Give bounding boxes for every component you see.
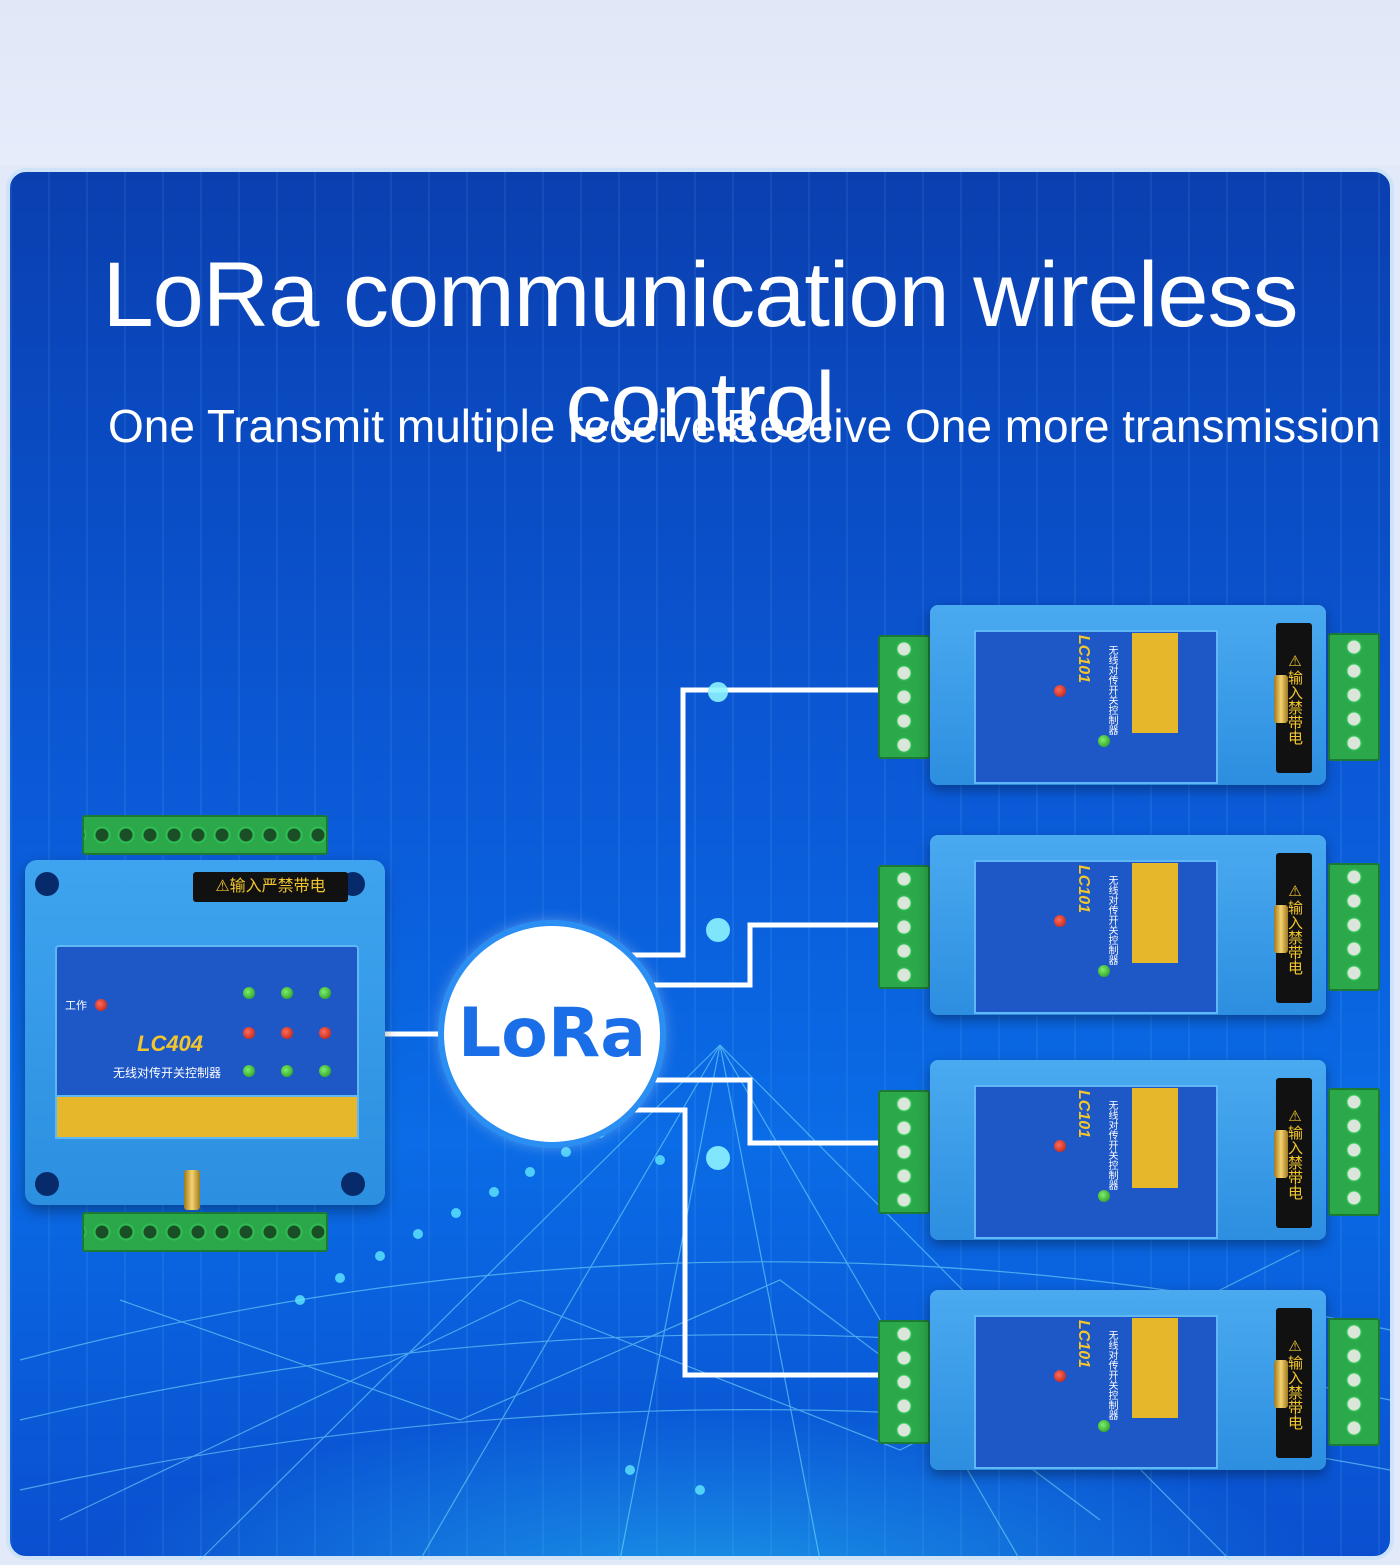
top-background-band	[0, 0, 1400, 165]
receiver-module: LC101 无线对传开关控制器 ⚠输入禁带电	[878, 1290, 1380, 1480]
status-led	[243, 1065, 255, 1077]
receiver-module: LC101 无线对传开关控制器 ⚠输入禁带电	[878, 835, 1380, 1025]
status-led	[281, 1065, 293, 1077]
transmitter-bottom-terminals	[82, 1212, 328, 1252]
subtitle-left: One Transmit multiple receivers	[108, 400, 755, 452]
receiver-led	[1054, 685, 1066, 697]
receiver-led	[1098, 1420, 1110, 1432]
receiver-antenna	[1274, 1360, 1288, 1408]
transmitter-model: LC404	[137, 1031, 204, 1056]
transmitter-face-panel: 工作 LC404 无线对传开关控制器	[55, 945, 359, 1099]
status-led	[319, 1027, 331, 1039]
transmitter-device: ⚠输入严禁带电 工作 LC404 无线对传开关控制器	[25, 860, 385, 1205]
transmitter-name: 无线对传开关控制器	[113, 1066, 222, 1080]
receiver-module: LC101 无线对传开关控制器 ⚠输入禁带电	[878, 1060, 1380, 1250]
receiver-name: 无线对传开关控制器	[1106, 645, 1117, 735]
receiver-antenna	[1274, 905, 1288, 953]
glow-nodes	[706, 682, 730, 1170]
receiver-model: LC101	[1075, 1320, 1092, 1369]
receiver-antenna	[1274, 675, 1288, 723]
status-led	[243, 1027, 255, 1039]
status-led	[281, 987, 293, 999]
subtitle-right: Receive One more transmission	[726, 400, 1381, 452]
receiver-name: 无线对传开关控制器	[1106, 1100, 1117, 1190]
receiver-output-label	[1132, 863, 1178, 963]
receiver-name: 无线对传开关控制器	[1106, 1330, 1117, 1420]
transmitter-warning-label: ⚠输入严禁带电	[193, 872, 348, 902]
work-led	[95, 999, 107, 1011]
antenna-connector	[184, 1170, 200, 1210]
receiver-face-panel	[974, 860, 1218, 1014]
transmitter-top-terminals	[82, 815, 328, 855]
relay-label-strip	[55, 1095, 359, 1139]
status-led	[243, 987, 255, 999]
receiver-face-panel	[974, 1085, 1218, 1239]
receiver-led	[1054, 1140, 1066, 1152]
receiver-face-panel	[974, 1315, 1218, 1469]
receiver-antenna	[1274, 1130, 1288, 1178]
receiver-terminal-left	[878, 1320, 930, 1444]
status-led	[281, 1027, 293, 1039]
status-led	[319, 987, 331, 999]
mount-hole	[341, 1172, 365, 1196]
connection-lines	[385, 687, 880, 1378]
receiver-terminal-left	[878, 635, 930, 759]
receiver-terminal-right	[1328, 1088, 1380, 1216]
receiver-name: 无线对传开关控制器	[1106, 875, 1117, 965]
receiver-terminal-right	[1328, 1318, 1380, 1446]
receiver-led	[1098, 965, 1110, 977]
receiver-led	[1098, 1190, 1110, 1202]
main-title: LoRa communication wireless control	[102, 244, 1298, 456]
receiver-terminal-right	[1328, 863, 1380, 991]
receiver-face-panel	[974, 630, 1218, 784]
mount-hole	[35, 872, 59, 896]
receiver-module: LC101 无线对传开关控制器 ⚠输入禁带电	[878, 605, 1380, 795]
receiver-output-label	[1132, 1318, 1178, 1418]
work-label: 工作	[65, 1000, 87, 1012]
receiver-output-label	[1132, 633, 1178, 733]
receiver-terminal-right	[1328, 633, 1380, 761]
receiver-output-label	[1132, 1088, 1178, 1188]
receiver-model: LC101	[1075, 865, 1092, 914]
dotted-arc	[295, 1128, 705, 1495]
lora-badge: LoRa	[444, 926, 660, 1142]
receiver-model: LC101	[1075, 635, 1092, 684]
receiver-led	[1054, 1370, 1066, 1382]
receiver-terminal-left	[878, 865, 930, 989]
receiver-terminal-left	[878, 1090, 930, 1214]
receiver-model: LC101	[1075, 1090, 1092, 1139]
mount-hole	[35, 1172, 59, 1196]
status-led	[319, 1065, 331, 1077]
receiver-led	[1098, 735, 1110, 747]
receiver-led	[1054, 915, 1066, 927]
